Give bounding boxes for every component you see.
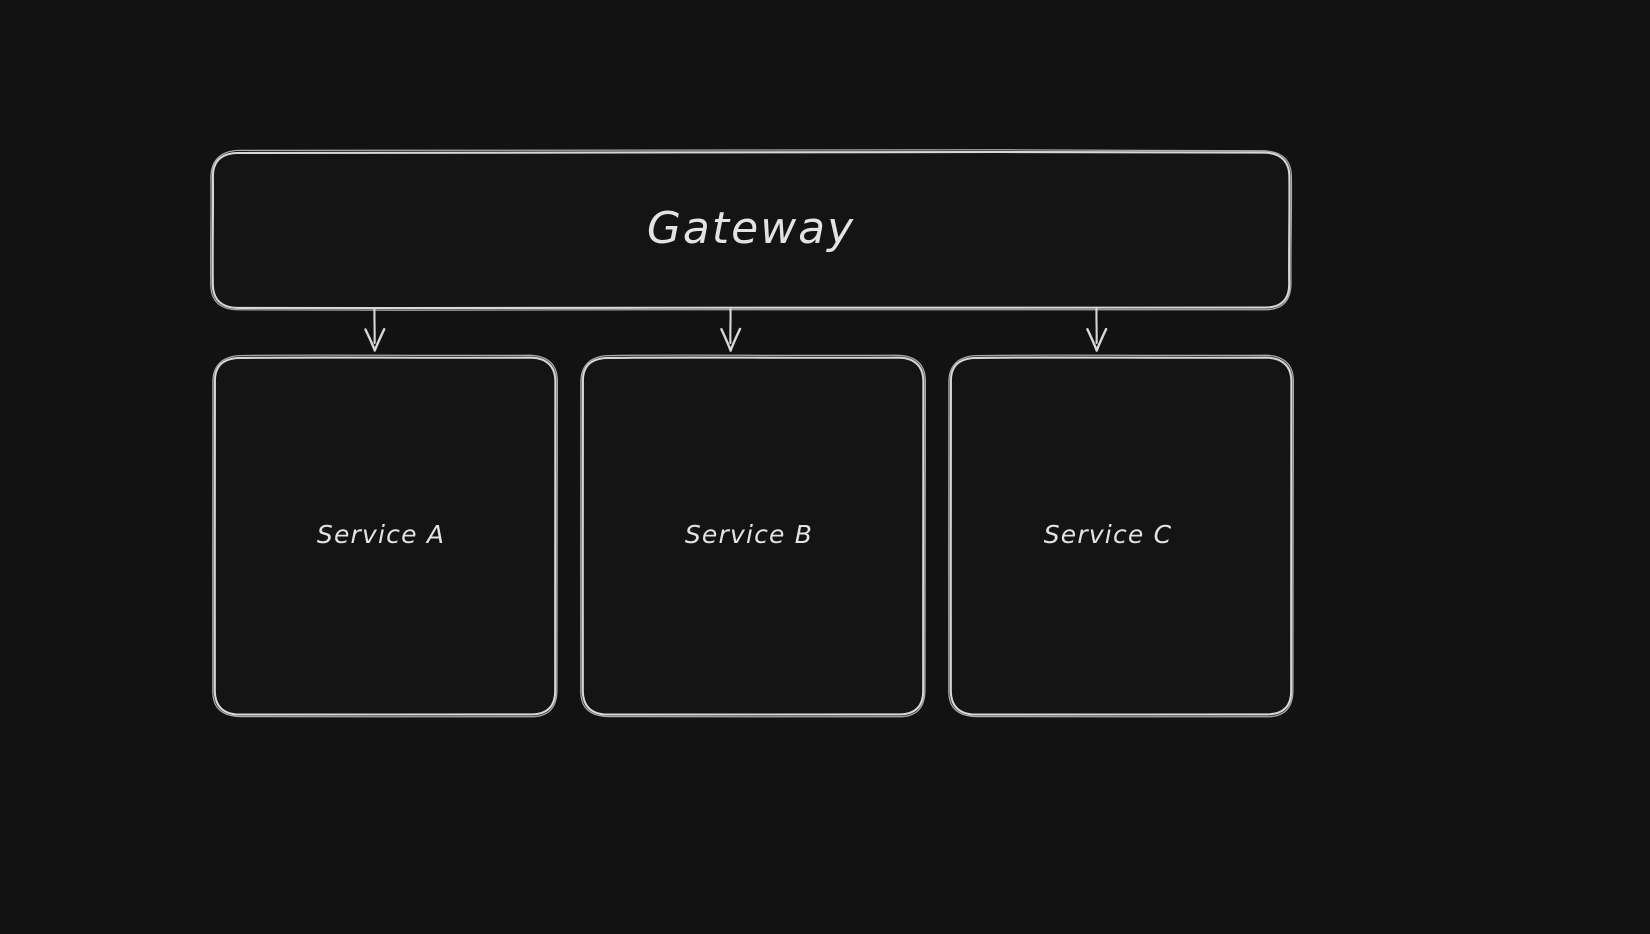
edge-gateway-service-a[interactable] [364, 307, 386, 352]
service-a-fill [214, 357, 556, 715]
service-b-fill [582, 357, 924, 715]
edge-gateway-service-b[interactable] [720, 307, 742, 352]
edge-c-arrowhead [1086, 327, 1108, 352]
node-service-b[interactable]: Service B [580, 354, 927, 718]
service-c-label: Service C [1044, 520, 1173, 549]
service-a-outline-pass1 [213, 356, 557, 716]
node-gateway[interactable]: Gateway [210, 149, 1293, 311]
gateway-outline-pass2 [210, 149, 1293, 311]
service-a-outline-pass2 [212, 354, 559, 718]
service-b-label: Service B [685, 520, 813, 549]
service-c-outline-pass2 [948, 354, 1295, 718]
node-service-a[interactable]: Service A [212, 354, 559, 718]
gateway-label: Gateway [647, 203, 855, 254]
service-a-label: Service A [317, 520, 445, 549]
gateway-outline-pass1 [211, 150, 1291, 310]
node-service-c[interactable]: Service C [948, 354, 1295, 718]
service-c-outline-pass1 [949, 356, 1293, 716]
service-c-fill [950, 357, 1292, 715]
service-b-outline-pass2 [580, 354, 927, 718]
gateway-fill [212, 152, 1290, 308]
edge-b-arrowhead [720, 327, 742, 352]
edge-gateway-service-c[interactable] [1086, 307, 1108, 352]
edge-a-arrowhead [364, 328, 386, 352]
service-b-outline-pass1 [581, 356, 925, 716]
